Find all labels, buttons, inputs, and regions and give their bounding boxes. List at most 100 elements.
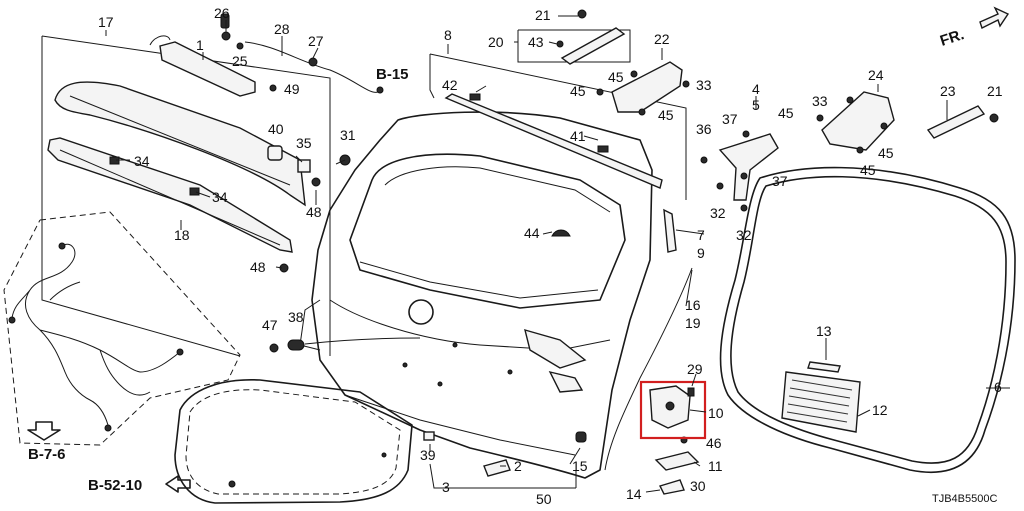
tailgate-group (299, 53, 687, 489)
callout-45d: 45 (878, 145, 894, 161)
callout-19: 19 (685, 315, 701, 331)
callout-41: 41 (570, 128, 586, 144)
callout-45c: 45 (778, 105, 794, 121)
callout-27: 27 (308, 33, 324, 49)
callout-15: 15 (572, 458, 588, 474)
bracket-22 (611, 61, 683, 113)
bolt-48a (311, 177, 321, 187)
bolt-21a (577, 9, 587, 19)
hinge-4-5 (718, 133, 779, 201)
callout-50: 50 (536, 491, 552, 507)
callout-16: 16 (685, 297, 701, 313)
rear-glass-group (165, 379, 413, 504)
latch-group (639, 380, 707, 444)
bolt-47 (269, 343, 279, 353)
callout-33a: 33 (696, 77, 712, 93)
callout-36: 36 (696, 121, 712, 137)
callout-34b: 34 (212, 189, 228, 205)
grommet-40 (267, 145, 283, 161)
callout-10: 10 (708, 405, 724, 421)
callout-47: 47 (262, 317, 278, 333)
callout-40: 40 (268, 121, 284, 137)
callout-24: 24 (868, 67, 884, 83)
callout-2: 2 (514, 458, 522, 474)
ref-front-label: FR. (938, 26, 966, 50)
switch-11 (654, 451, 700, 471)
callout-23: 23 (940, 83, 956, 99)
trim-cover-12 (781, 371, 861, 433)
grommet-15 (575, 431, 587, 443)
spoiler-group (41, 35, 331, 357)
callout-49: 49 (284, 81, 300, 97)
stay-damper-20 (560, 27, 626, 65)
diagram-code: TJB4B5500C (932, 493, 997, 505)
callout-13: 13 (816, 323, 832, 339)
callout-1: 1 (196, 37, 204, 53)
callout-45a: 45 (608, 69, 624, 85)
callout-3: 3 (442, 479, 450, 495)
callout-labels: 17 1 26 25 28 27 49 40 35 31 34 34 48 18… (98, 5, 1003, 507)
callout-31: 31 (340, 127, 356, 143)
callout-42: 42 (442, 77, 458, 93)
clip-43 (556, 40, 564, 48)
stay-damper-23 (926, 105, 986, 139)
weatherstrip-6 (719, 166, 1016, 474)
part-30 (659, 479, 685, 495)
stopper-38 (287, 339, 305, 351)
callout-22: 22 (654, 31, 670, 47)
cover-12-13 (781, 361, 861, 433)
callout-20: 20 (488, 34, 504, 50)
callout-7: 7 (697, 227, 705, 243)
ref-b5210: B-52-10 (88, 477, 142, 494)
ref-b76: B-7-6 (28, 446, 66, 463)
highlight-box (639, 380, 707, 440)
tailgate-window-opening (349, 153, 626, 309)
callout-14: 14 (626, 486, 642, 502)
callout-30: 30 (690, 478, 706, 494)
callout-8: 8 (444, 27, 452, 43)
leader-lines (105, 15, 1010, 467)
callout-48a: 48 (306, 204, 322, 220)
callout-4: 4 (752, 81, 760, 97)
callout-37b: 37 (772, 173, 788, 189)
callout-9: 9 (697, 245, 705, 261)
callout-18: 18 (174, 227, 190, 243)
callout-32a: 32 (710, 205, 726, 221)
front-arrow-icon (979, 6, 1010, 29)
bracket-24 (821, 91, 895, 151)
callout-33b: 33 (812, 93, 828, 109)
ref-b15: B-15 (376, 66, 409, 83)
callout-45e: 45 (860, 162, 876, 178)
clip-34b (189, 187, 200, 196)
high-mount-stop-light (159, 41, 256, 97)
callout-46: 46 (706, 435, 722, 451)
callout-44: 44 (524, 225, 540, 241)
callout-48b: 48 (250, 259, 266, 275)
clip-26 (221, 31, 231, 41)
bolt-21b (989, 113, 999, 123)
callout-35: 35 (296, 135, 312, 151)
callout-39: 39 (420, 447, 436, 463)
callout-25: 25 (232, 53, 248, 69)
callout-38: 38 (288, 309, 304, 325)
callout-34a: 34 (134, 153, 150, 169)
callout-32b: 32 (736, 227, 752, 243)
molding-8 (444, 93, 663, 189)
rear-glass (174, 379, 413, 504)
clip-35 (297, 159, 311, 173)
handle-13 (807, 361, 841, 373)
molding-7-9 (663, 208, 677, 253)
callout-21b: 21 (987, 83, 1003, 99)
callout-43: 43 (528, 34, 544, 50)
callout-12: 12 (872, 402, 888, 418)
stop-light-group (149, 13, 384, 97)
clip-41 (597, 145, 609, 153)
callout-28: 28 (274, 21, 290, 37)
clip-39 (423, 431, 435, 441)
callout-11: 11 (708, 458, 723, 474)
clip-42 (469, 93, 481, 101)
reference-labels: B-15 B-7-6 B-52-10 FR. TJB4B5500C (28, 6, 1010, 505)
cover-2 (483, 459, 511, 477)
wire-harness (11, 243, 181, 426)
